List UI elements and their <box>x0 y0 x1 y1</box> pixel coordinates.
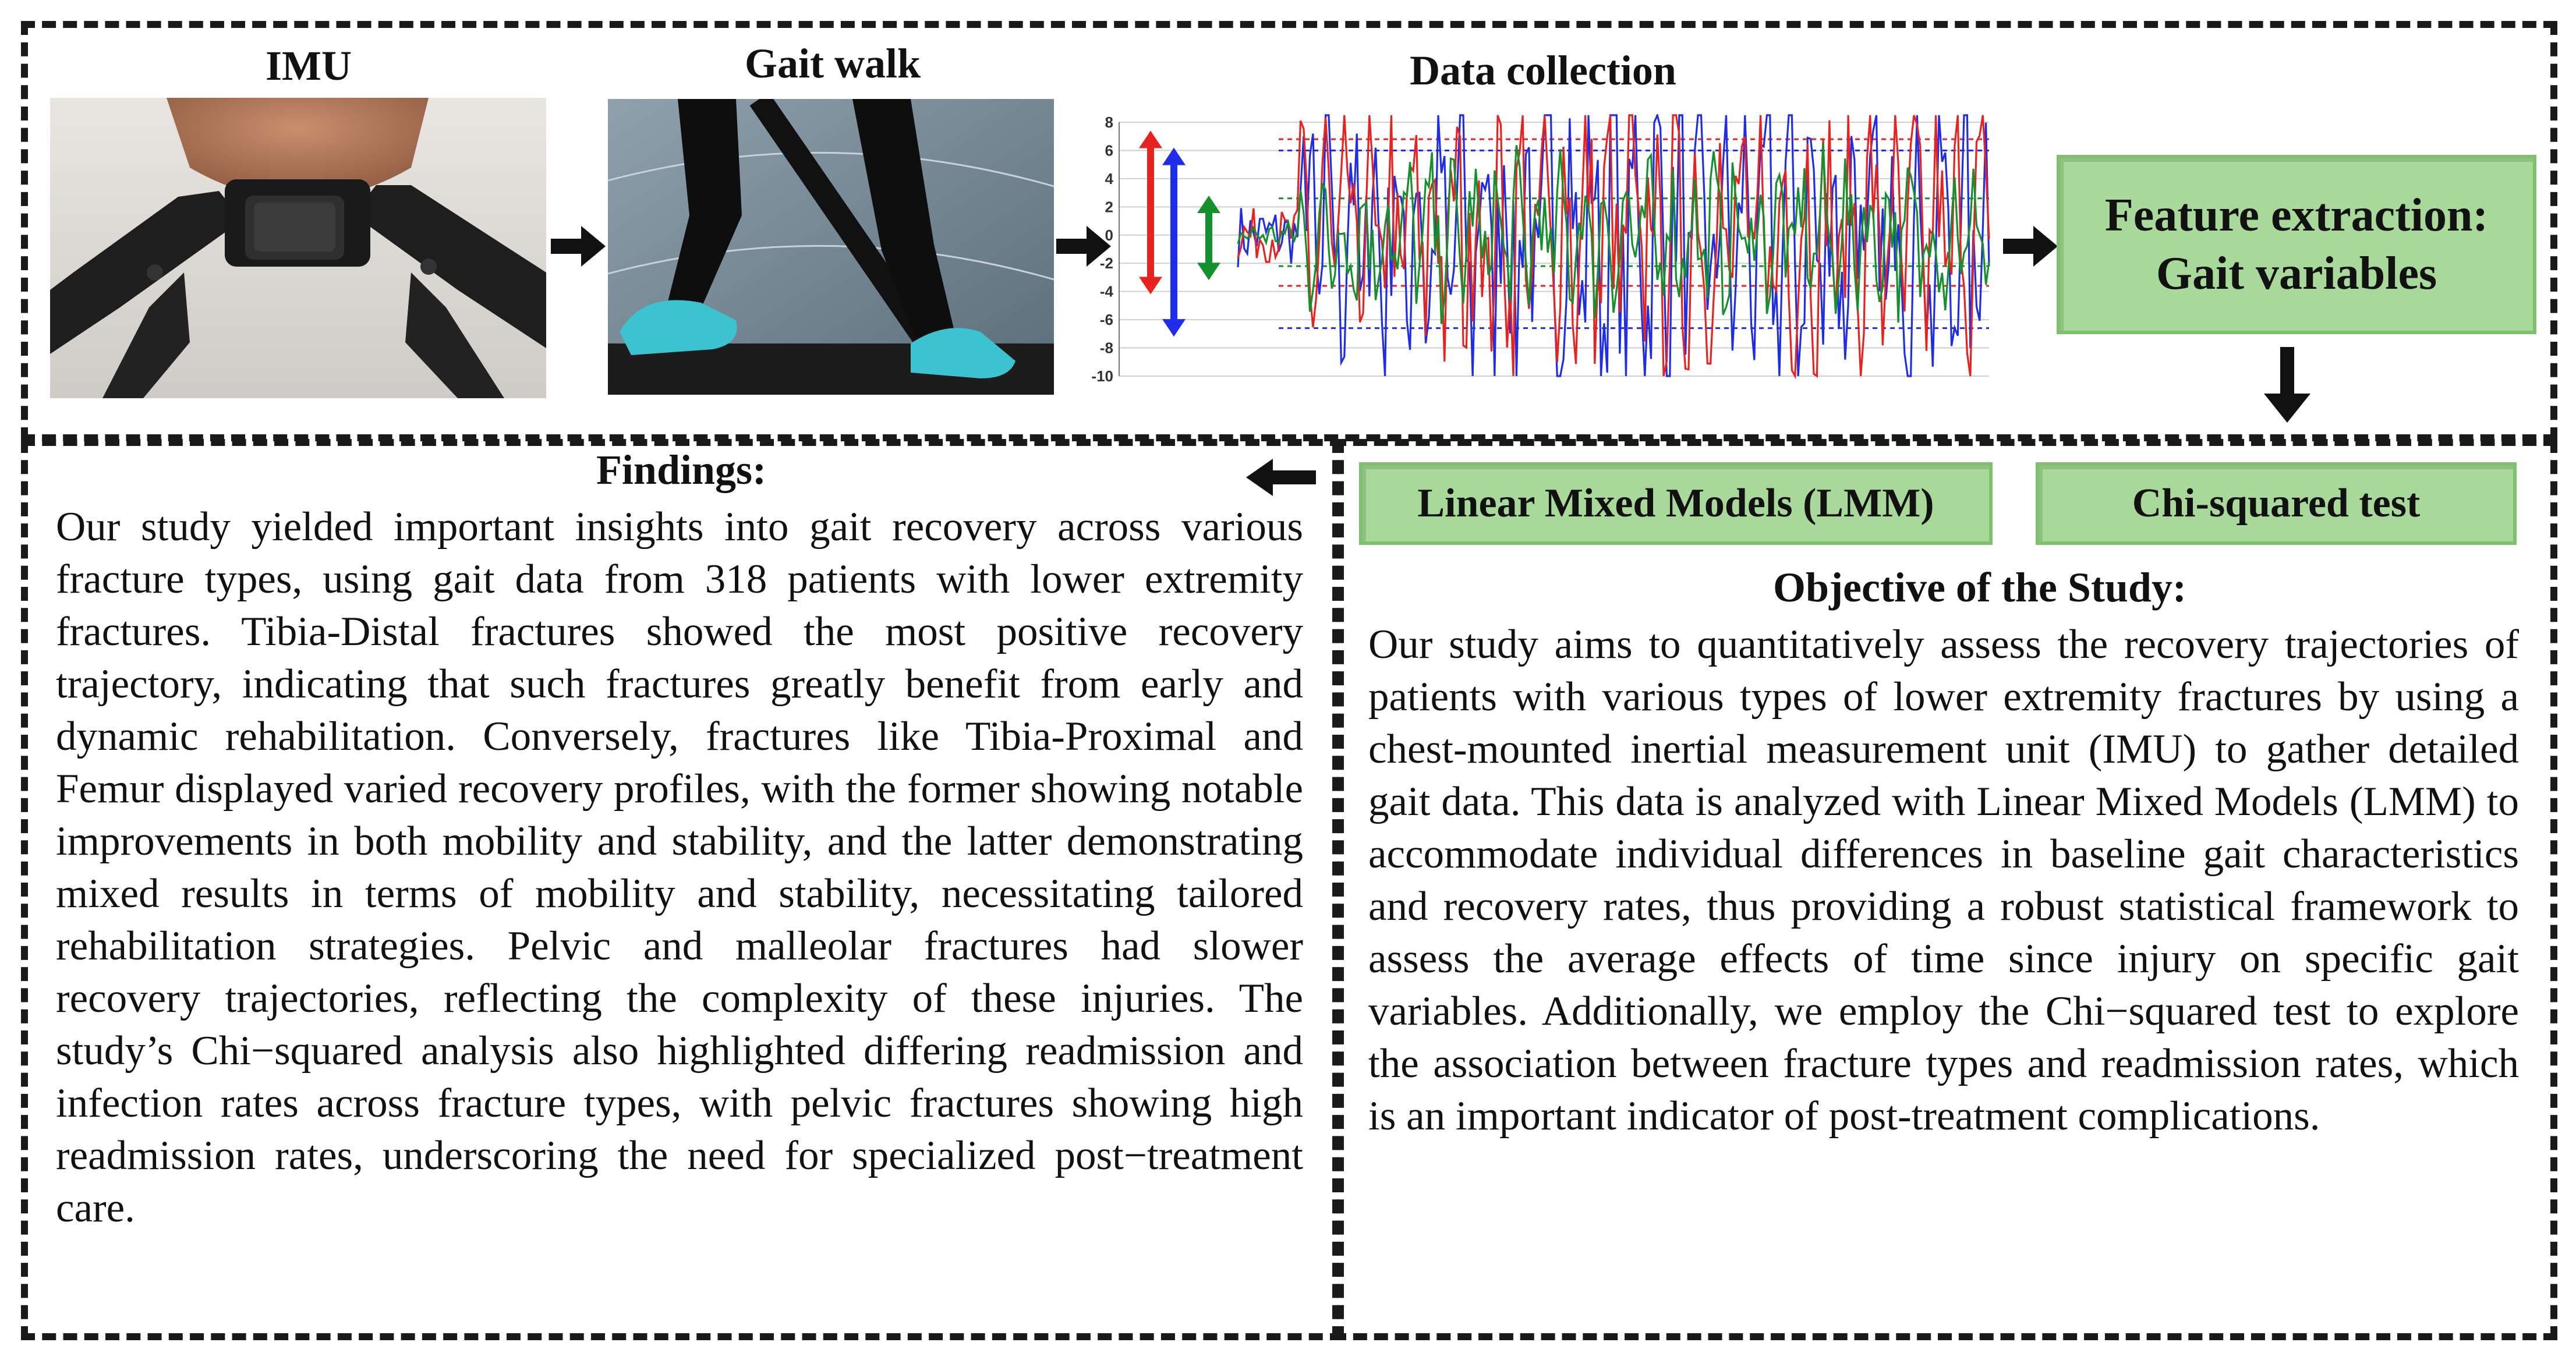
chi-squared-box: Chi-squared test <box>2036 462 2517 545</box>
objective-panel <box>1332 439 2557 1340</box>
lmm-label: Linear Mixed Models (LMM) <box>1417 481 1934 526</box>
objective-title: Objective of the Study: <box>1773 564 2186 611</box>
lmm-box: Linear Mixed Models (LMM) <box>1359 462 1993 545</box>
y-tick-label: 4 <box>1105 170 1114 187</box>
data-collection-label: Data collection <box>1410 47 1676 94</box>
y-tick-label: 8 <box>1105 114 1113 131</box>
feature-extraction-box: Feature extraction: Gait variables <box>2057 155 2536 334</box>
arrow-to-findings <box>1246 459 1316 496</box>
arrow-imu-to-gait <box>551 226 606 267</box>
feature-line-1: Feature extraction: <box>2104 190 2489 241</box>
findings-title: Findings: <box>596 447 767 493</box>
blue-range-arrow-head-top <box>1162 147 1186 165</box>
gait-walk-photo <box>608 99 1054 395</box>
y-tick-label: -6 <box>1100 311 1113 328</box>
gait-walk-label: Gait walk <box>744 40 921 87</box>
signal-blue <box>1237 112 1990 377</box>
signal-green <box>1237 143 1990 324</box>
arrow-data-to-feature <box>2003 226 2058 267</box>
y-tick-label: 6 <box>1105 141 1113 159</box>
y-tick-label: 2 <box>1105 198 1113 215</box>
findings-text: Our study yielded important insights int… <box>56 504 1303 1231</box>
arrow-gait-to-data <box>1056 226 1111 267</box>
blue-range-arrow-head-bottom <box>1162 319 1186 337</box>
y-tick-label: -10 <box>1091 367 1113 384</box>
y-tick-label: 0 <box>1105 226 1113 244</box>
feature-line-2: Gait variables <box>2156 248 2437 299</box>
red-range-arrow-head-top <box>1139 130 1162 148</box>
green-range-arrow-head-top <box>1197 195 1220 213</box>
y-tick-label: -8 <box>1100 339 1113 357</box>
y-tick-label: -2 <box>1100 254 1113 272</box>
green-range-arrow-head-bottom <box>1197 263 1220 281</box>
red-range-arrow-head-bottom <box>1139 277 1162 295</box>
arrow-feature-down <box>2264 347 2310 423</box>
signal-chart: 8 6 4 2 0 -2 -4 -6 -8 -10 <box>1087 112 1998 385</box>
y-tick-label: -4 <box>1100 283 1114 300</box>
imu-photo <box>50 98 546 398</box>
objective-text: Our study aims to quantitatively assess … <box>1368 622 2519 1139</box>
imu-label: IMU <box>266 42 352 89</box>
signal-red <box>1237 114 1990 380</box>
chi-squared-label: Chi-squared test <box>2132 481 2421 526</box>
